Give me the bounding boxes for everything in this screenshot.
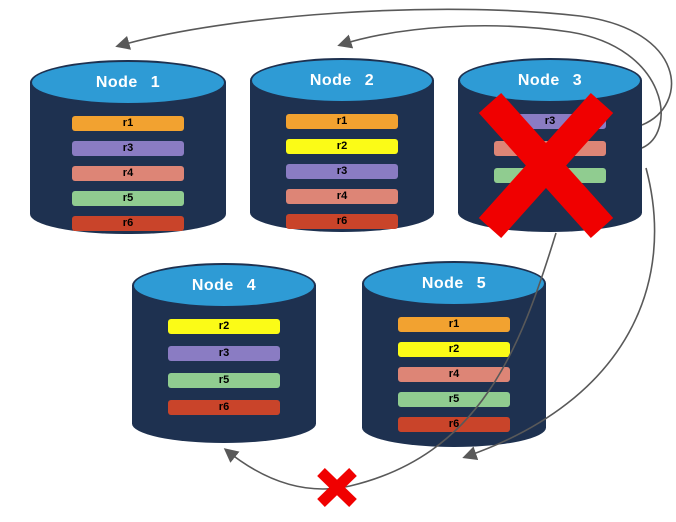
record-bar: r2	[168, 319, 280, 334]
node-5-header: Node 5	[362, 261, 546, 306]
node-3-records: r3 r4 r5	[458, 114, 642, 183]
record-bar: r5	[168, 373, 280, 388]
record-bar: r4	[286, 189, 398, 204]
record-bar: r1	[72, 116, 184, 131]
record-bar: r3	[72, 141, 184, 156]
node-5-records: r1 r2 r4 r5 r6	[362, 317, 546, 432]
record-bar: r5	[72, 191, 184, 206]
node-4: Node 4 r2 r3 r5 r6	[132, 263, 316, 443]
node-5-title: Node 5	[421, 274, 487, 292]
record-bar: r1	[286, 114, 398, 129]
node-4-title: Node 4	[191, 276, 257, 294]
record-bar: r6	[168, 400, 280, 415]
record-bar: r6	[286, 214, 398, 229]
record-bar: r4	[398, 367, 510, 382]
node-3-header: Node 3	[458, 58, 642, 103]
record-bar: r6	[398, 417, 510, 432]
record-bar: r4	[72, 166, 184, 181]
node-2: Node 2 r1 r2 r3 r4 r6	[250, 58, 434, 232]
record-bar: r5	[398, 392, 510, 407]
node-4-records: r2 r3 r5 r6	[132, 319, 316, 415]
node-5: Node 5 r1 r2 r4 r5 r6	[362, 261, 546, 447]
record-bar: r4	[494, 141, 606, 156]
record-bar: r3	[168, 346, 280, 361]
transfer-failure-cross-icon	[317, 468, 357, 507]
node-1: Node 1 r1 r3 r4 r5 r6	[30, 60, 226, 234]
record-bar: r1	[398, 317, 510, 332]
node-2-title: Node 2	[309, 71, 375, 89]
node-2-records: r1 r2 r3 r4 r6	[250, 114, 434, 229]
node-3-failed: Node 3 r3 r4 r5	[458, 58, 642, 232]
record-bar: r2	[286, 139, 398, 154]
record-bar: r5	[494, 168, 606, 183]
record-bar: r3	[286, 164, 398, 179]
record-bar: r6	[72, 216, 184, 231]
node-2-header: Node 2	[250, 58, 434, 103]
node-4-header: Node 4	[132, 263, 316, 308]
node-1-title: Node 1	[95, 73, 161, 91]
record-bar: r2	[398, 342, 510, 357]
record-bar: r3	[494, 114, 606, 129]
node-1-header: Node 1	[30, 60, 226, 105]
node-1-records: r1 r3 r4 r5 r6	[30, 116, 226, 231]
node-3-title: Node 3	[517, 71, 583, 89]
